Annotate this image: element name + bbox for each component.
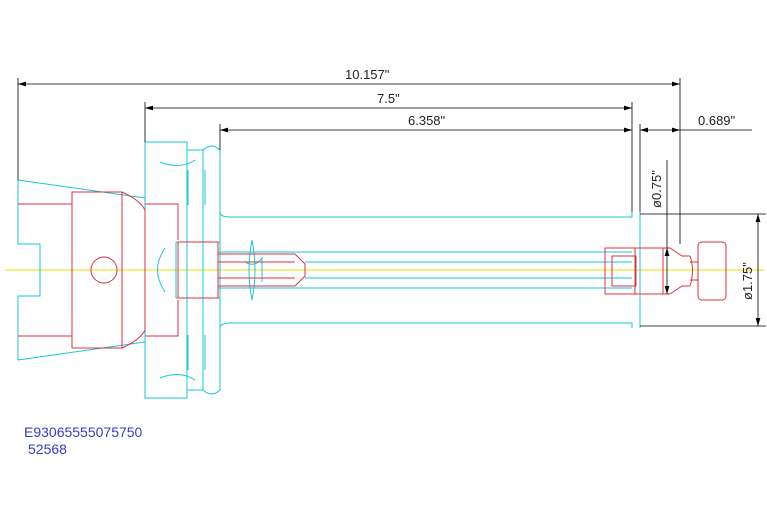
holder-length-label: 7.5" — [377, 91, 400, 106]
dimension-lines — [17, 78, 766, 327]
outer-diameter-label: ø1.75" — [740, 262, 755, 300]
tool-holder — [17, 141, 641, 399]
drawbar-assembly — [18, 191, 306, 349]
extension-label: 0.689" — [698, 113, 736, 128]
bore-diameter-label: ø0.75" — [649, 170, 664, 208]
collet-nut — [604, 241, 727, 301]
overall-length-label: 10.157" — [345, 67, 390, 82]
part-code: 52568 — [28, 441, 67, 457]
bore-length-label: 6.358" — [408, 113, 446, 128]
part-number: E93065555075750 — [24, 424, 143, 440]
